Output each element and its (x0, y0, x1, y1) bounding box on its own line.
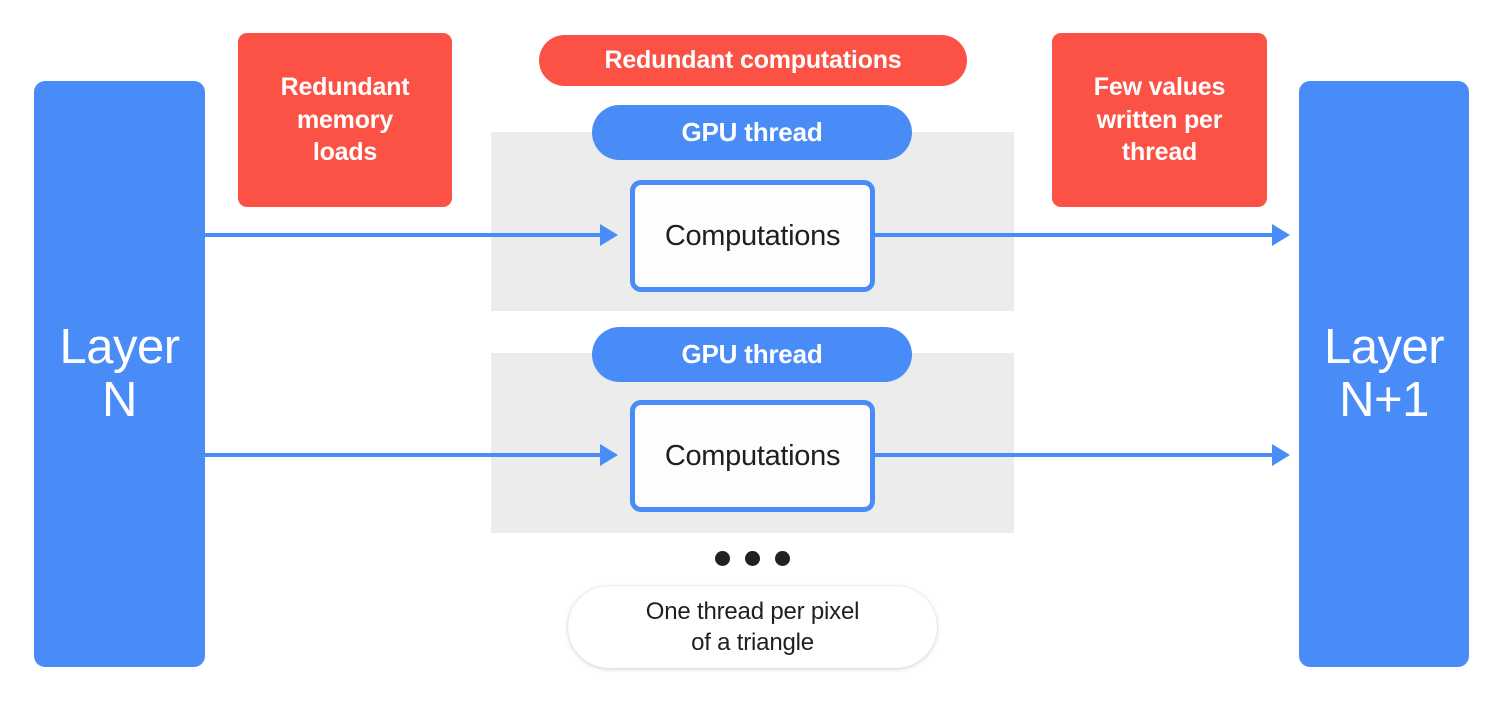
computations-box-2: Computations (630, 400, 875, 512)
gpu-thread-pill-1: GPU thread (592, 105, 912, 160)
annotation-few-values-written-per-thread: Few values written per thread (1052, 33, 1267, 207)
arrow-head-thread-1-to-output (1272, 224, 1290, 246)
ellipsis-dot-1 (715, 550, 730, 566)
caption-one-thread-per-pixel: One thread per pixel of a triangle (568, 586, 937, 668)
annotation-redundant-computations: Redundant computations (539, 35, 967, 86)
arrow-line-input-to-thread-2 (205, 453, 605, 457)
ellipsis-dot-2 (745, 550, 760, 566)
ellipsis-dot-3 (775, 550, 790, 566)
arrow-line-thread-2-to-output (874, 453, 1274, 457)
gpu-thread-pill-2: GPU thread (592, 327, 912, 382)
annotation-redundant-memory-loads: Redundant memory loads (238, 33, 452, 207)
layer-n-plus-1-block: Layer N+1 (1299, 81, 1469, 667)
layer-n-block: Layer N (34, 81, 205, 667)
arrow-head-thread-2-to-output (1272, 444, 1290, 466)
arrow-line-input-to-thread-1 (205, 233, 605, 237)
computations-box-1: Computations (630, 180, 875, 292)
arrow-head-input-to-thread-1 (600, 224, 618, 246)
ellipsis-more-threads-icon (715, 550, 790, 566)
arrow-line-thread-1-to-output (874, 233, 1274, 237)
arrow-head-input-to-thread-2 (600, 444, 618, 466)
